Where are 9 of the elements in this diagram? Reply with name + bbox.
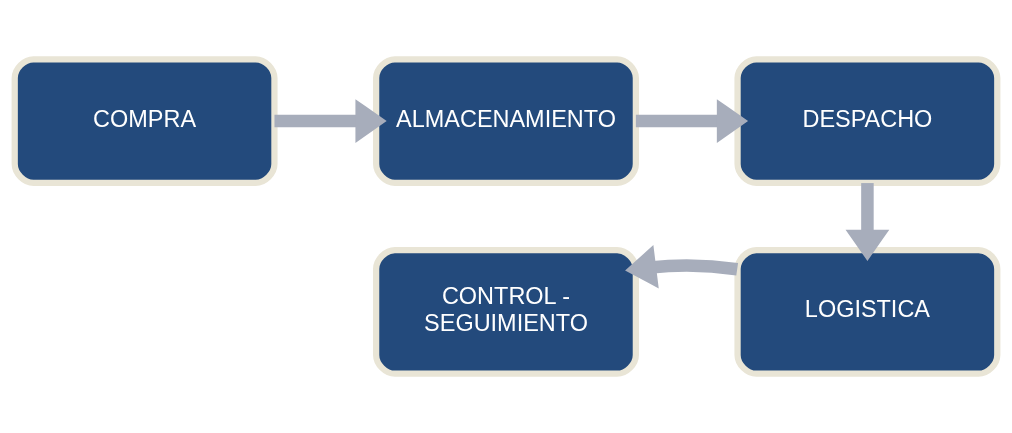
node-box: CONTROL - SEGUIMIENTO — [373, 247, 639, 377]
node-box: LOGISTICA — [734, 247, 1001, 377]
arrow — [845, 183, 890, 261]
node-box: COMPRA — [11, 56, 278, 186]
node-box: DESPACHO — [734, 56, 1001, 186]
arrow — [635, 99, 749, 143]
arrow — [625, 245, 738, 289]
node-box: ALMACENAMIENTO — [373, 56, 639, 186]
arrow — [274, 99, 387, 143]
